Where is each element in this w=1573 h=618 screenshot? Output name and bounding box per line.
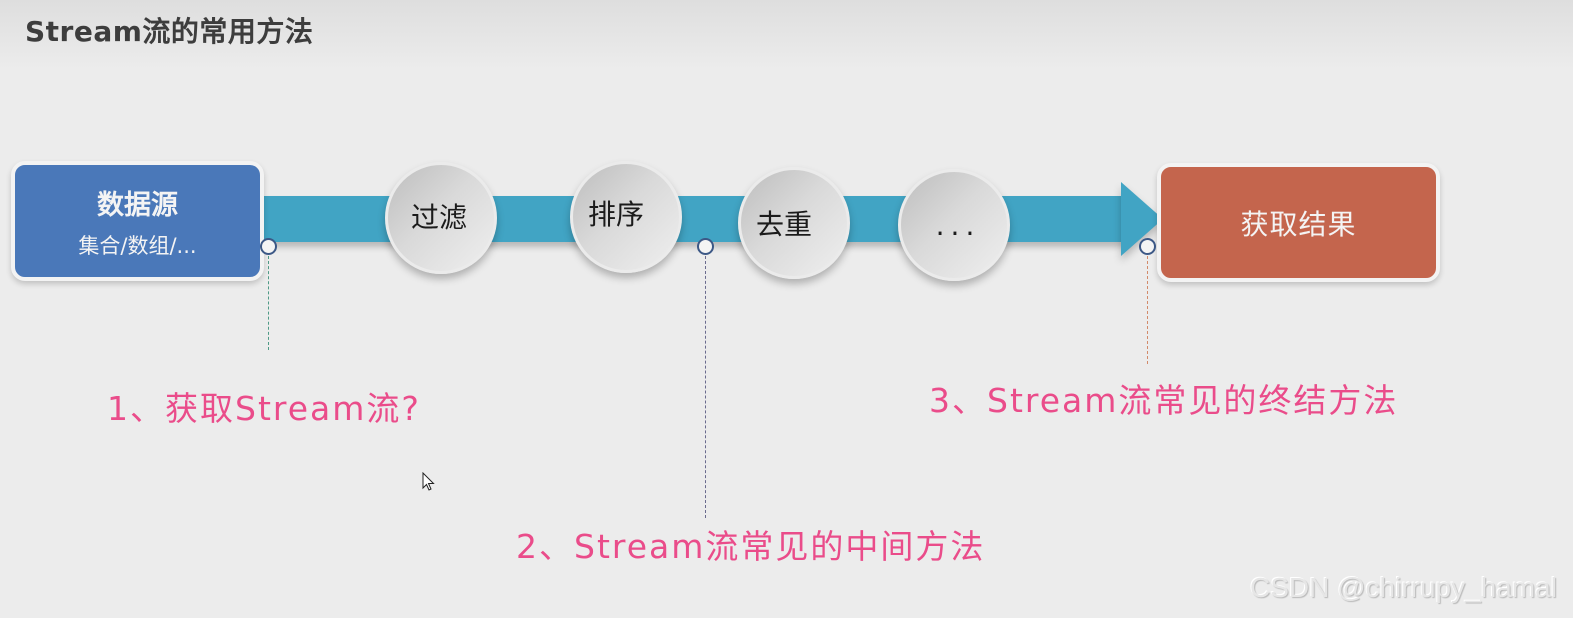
watermark: CSDN @chirrupy_hamal	[1250, 572, 1557, 603]
step-filter-circle: 过滤	[385, 162, 497, 274]
connector-line-2	[705, 256, 706, 518]
step-more-label: ...	[935, 208, 981, 242]
connector-line-3	[1147, 256, 1148, 364]
step-distinct-circle: 去重	[738, 167, 850, 279]
data-source-box: 数据源 集合/数组/...	[11, 161, 264, 281]
step-filter-label: 过滤	[410, 201, 467, 234]
result-label: 获取结果	[1240, 207, 1357, 241]
connector-dot-3	[1139, 238, 1156, 255]
result-box: 获取结果	[1157, 163, 1440, 282]
step-sort-label: 排序	[587, 198, 644, 231]
header-band	[0, 0, 1573, 70]
step-sort-circle: 排序	[570, 161, 682, 273]
step-distinct-label: 去重	[755, 208, 812, 241]
mouse-cursor-icon	[422, 472, 435, 491]
step-more-circle: ...	[898, 169, 1010, 281]
data-source-title: 数据源	[97, 189, 178, 221]
annotation-terminal-methods: 3、Stream流常见的终结方法	[929, 381, 1399, 420]
page-title: Stream流的常用方法	[25, 15, 314, 48]
connector-dot-2	[697, 238, 714, 255]
connector-dot-1	[260, 238, 277, 255]
annotation-intermediate-methods: 2、Stream流常见的中间方法	[516, 527, 986, 566]
data-source-subtitle: 集合/数组/...	[78, 233, 197, 258]
annotation-get-stream: 1、获取Stream流?	[107, 389, 421, 428]
connector-line-1	[268, 256, 269, 350]
